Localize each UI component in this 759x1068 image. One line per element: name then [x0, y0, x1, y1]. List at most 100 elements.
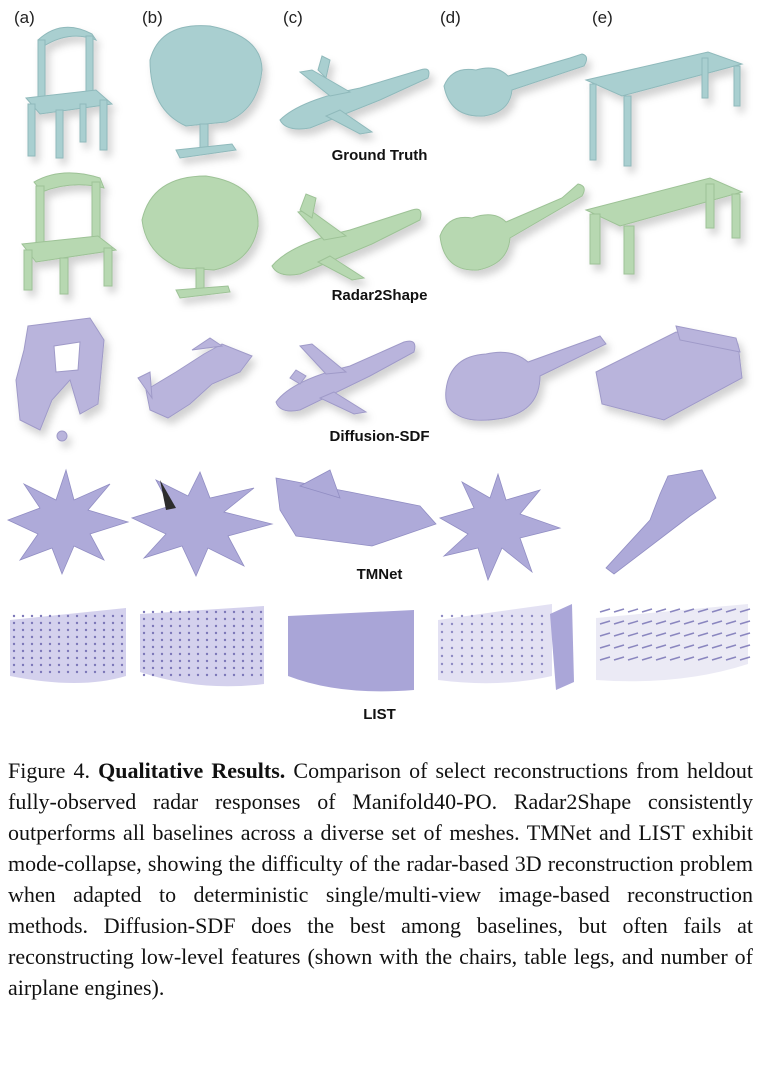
list-point: [111, 663, 115, 667]
list-point: [460, 646, 464, 650]
list-point: [223, 652, 227, 656]
list-point: [440, 638, 444, 642]
list-point: [259, 652, 263, 656]
list-point: [540, 662, 544, 666]
list-point: [540, 614, 544, 618]
list-point: [93, 663, 97, 667]
list-point: [102, 670, 106, 674]
list-point: [12, 614, 16, 618]
list-point: [490, 630, 494, 634]
list-point: [160, 652, 164, 656]
list-point: [21, 663, 25, 667]
list-point: [93, 628, 97, 632]
list-point: [57, 642, 61, 646]
list-point: [214, 617, 218, 621]
list-point: [669, 608, 681, 613]
gt-chair: [24, 26, 114, 159]
list-point: [151, 638, 155, 642]
list-point: [450, 622, 454, 626]
list-point: [196, 659, 200, 663]
list-point: [627, 644, 639, 649]
list-point: [241, 638, 245, 642]
list-point: [540, 638, 544, 642]
list-point: [711, 644, 723, 649]
list-point: [500, 638, 504, 642]
list-point: [205, 617, 209, 621]
list-point: [48, 663, 52, 667]
list-point: [470, 622, 474, 626]
list-point: [241, 610, 245, 614]
list-point: [142, 659, 146, 663]
list-point: [169, 645, 173, 649]
list-point: [142, 610, 146, 614]
list-point: [57, 649, 61, 653]
list-point: [84, 649, 88, 653]
r2s-airplane: [271, 193, 422, 281]
list-point: [669, 644, 681, 649]
list-point: [66, 642, 70, 646]
list-point: [739, 632, 751, 637]
list-point: [510, 670, 514, 674]
row-label-radar2shape: Radar2Shape: [331, 287, 428, 304]
list-point: [520, 638, 524, 642]
list-point: [250, 638, 254, 642]
list-point: [30, 670, 34, 674]
list-point: [697, 620, 709, 625]
list-point: [450, 646, 454, 650]
list-point: [683, 632, 695, 637]
list-point: [232, 645, 236, 649]
list-point: [223, 673, 227, 677]
column-label-b: (b): [142, 8, 163, 27]
list-point: [500, 630, 504, 634]
list-point: [697, 644, 709, 649]
list-point: [120, 649, 124, 653]
list-point: [187, 610, 191, 614]
list-point: [93, 642, 97, 646]
list-point: [259, 624, 263, 628]
list-point: [250, 652, 254, 656]
list-point: [12, 663, 16, 667]
dsdf-airplane-b: [137, 337, 253, 419]
list-point: [160, 617, 164, 621]
list-point: [232, 659, 236, 663]
gt-guitar: [443, 53, 588, 117]
list-point: [111, 621, 115, 625]
list-point: [93, 614, 97, 618]
list-point: [214, 638, 218, 642]
column-label-d: (d): [440, 8, 461, 27]
list-point: [223, 631, 227, 635]
list-point: [232, 638, 236, 642]
list-point: [241, 673, 245, 677]
list-point: [178, 631, 182, 635]
list-point: [48, 614, 52, 618]
list-point: [711, 632, 723, 637]
list-point: [711, 608, 723, 613]
list-point: [30, 649, 34, 653]
list-point: [500, 654, 504, 658]
list-point: [30, 656, 34, 660]
list-point: [223, 617, 227, 621]
list-point: [241, 652, 245, 656]
list-point: [725, 632, 737, 637]
list-point: [102, 621, 106, 625]
list-point: [30, 614, 34, 618]
list-point: [178, 645, 182, 649]
list-point: [93, 656, 97, 660]
list-point: [48, 670, 52, 674]
list-point: [250, 659, 254, 663]
list-point: [169, 666, 173, 670]
list-point: [739, 620, 751, 625]
list-point: [440, 614, 444, 618]
list-point: [259, 638, 263, 642]
list-point: [520, 630, 524, 634]
list-point: [530, 654, 534, 658]
list-point: [196, 617, 200, 621]
list-point: [196, 652, 200, 656]
list-point: [250, 610, 254, 614]
list-point: [169, 624, 173, 628]
list-point: [102, 635, 106, 639]
list-point: [205, 631, 209, 635]
list-point: [21, 628, 25, 632]
list-point: [655, 608, 667, 613]
list-point: [460, 614, 464, 618]
